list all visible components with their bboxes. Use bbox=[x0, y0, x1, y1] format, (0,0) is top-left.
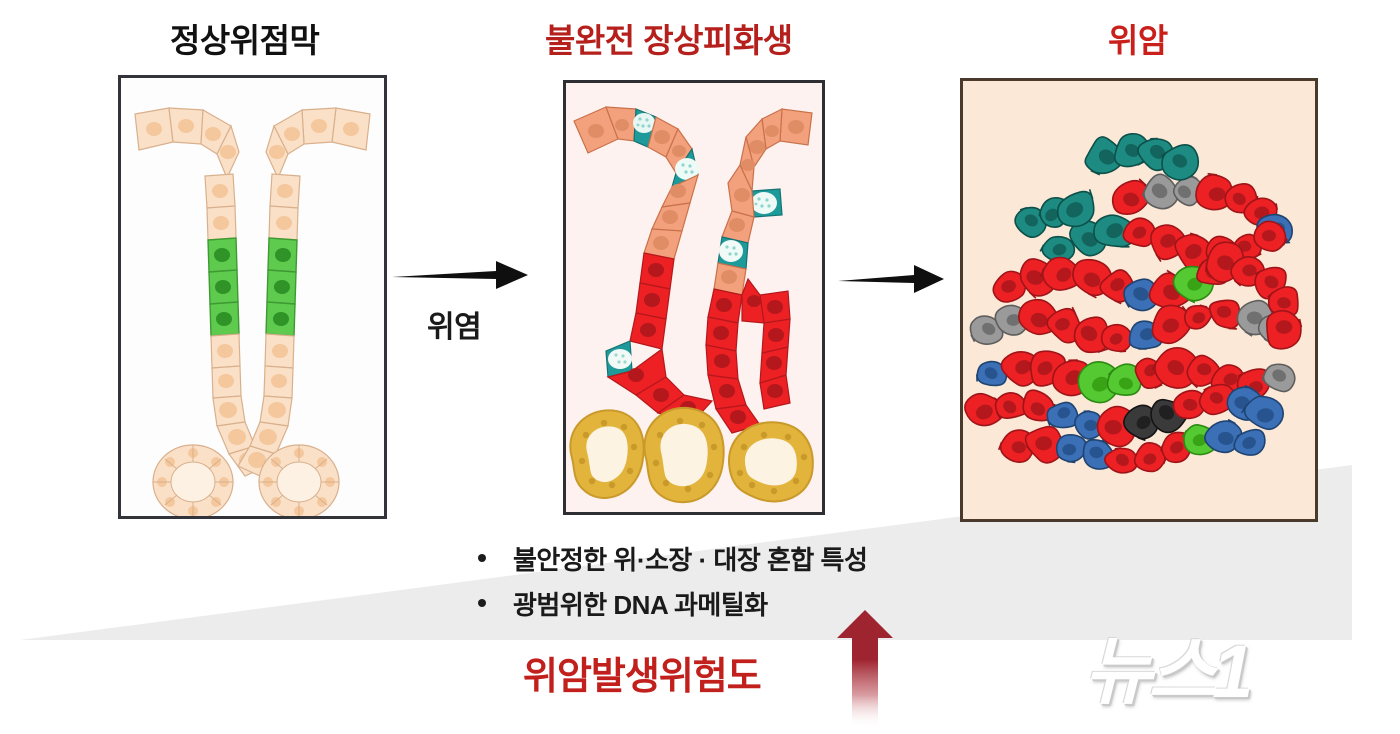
tumor-cell bbox=[1014, 206, 1047, 239]
tumor-cell bbox=[1123, 404, 1160, 442]
tumor-cell bbox=[1267, 286, 1299, 317]
panel-gastric-cancer bbox=[960, 78, 1318, 522]
gastritis-arrow-label: 위염 bbox=[427, 311, 482, 344]
tumor-cell bbox=[1056, 189, 1095, 228]
bullet-point-icon bbox=[478, 599, 486, 607]
gland-cross-section-left bbox=[152, 444, 234, 516]
tumor-cell bbox=[1266, 309, 1303, 350]
risk-up-arrow bbox=[837, 610, 893, 728]
tumor-cell bbox=[1198, 383, 1236, 416]
tumor-cell bbox=[969, 315, 1004, 345]
normal-gland-illustration bbox=[134, 107, 371, 516]
bullet-point-icon bbox=[478, 554, 486, 562]
tumor-cell bbox=[1261, 363, 1296, 393]
colonic-gland-1 bbox=[569, 409, 645, 499]
panel-2-title: 불완전 장상피화생 bbox=[545, 22, 793, 59]
tumor-cell bbox=[1141, 173, 1179, 210]
tumor-cell bbox=[1055, 434, 1088, 464]
tumor-cell bbox=[1039, 235, 1076, 263]
metaplasia-gland-illustration bbox=[569, 106, 814, 504]
tumor-cell bbox=[1160, 144, 1200, 181]
tumor-cell-mass-illustration bbox=[964, 132, 1303, 474]
tumor-cell bbox=[1073, 316, 1110, 354]
feature-bullet-list: 불안정한 위·소장 · 대장 혼합 특성 광범위한 DNA 과메틸화 bbox=[478, 540, 868, 630]
tumor-cell bbox=[1253, 220, 1288, 252]
progression-arrow bbox=[838, 265, 944, 293]
tumor-cell bbox=[1084, 136, 1125, 176]
list-item: 광범위한 DNA 과메틸화 bbox=[478, 585, 867, 622]
panel-intestinal-metaplasia bbox=[563, 80, 825, 515]
colonic-gland-3 bbox=[728, 421, 814, 503]
panel-3-title: 위암 bbox=[1108, 22, 1168, 59]
tumor-cell bbox=[1233, 428, 1266, 456]
news1-watermark: 뉴스1 bbox=[1084, 630, 1253, 713]
tumor-cell bbox=[1184, 304, 1213, 330]
bullet-text: 광범위한 DNA 과메틸화 bbox=[513, 590, 768, 620]
panel-1-title: 정상위점막 bbox=[170, 22, 320, 59]
tumor-cell bbox=[1024, 425, 1064, 464]
tumor-cell bbox=[976, 360, 1008, 387]
tumor-cell bbox=[1151, 304, 1192, 345]
tumor-cell bbox=[1106, 363, 1142, 396]
metaplastic-gland-left bbox=[573, 106, 714, 424]
tumor-cell bbox=[1100, 323, 1133, 353]
tumor-cell bbox=[1122, 217, 1158, 248]
risk-label: 위암발생위험도 bbox=[523, 656, 762, 698]
metaplastic-gland-right bbox=[705, 107, 813, 434]
bullet-text: 불안정한 위·소장 · 대장 혼합 특성 bbox=[513, 545, 868, 575]
colonic-gland-2 bbox=[643, 406, 725, 504]
tumor-cell bbox=[992, 270, 1027, 303]
tumor-cell bbox=[1240, 395, 1285, 431]
panel-normal-mucosa bbox=[118, 75, 387, 519]
tumor-cell bbox=[1104, 447, 1139, 474]
gland-cross-section-right bbox=[258, 444, 340, 516]
gland-right-limb bbox=[237, 107, 371, 477]
tumor-cell bbox=[1195, 172, 1234, 211]
list-item: 불안정한 위·소장 · 대장 혼합 특성 bbox=[478, 540, 868, 577]
tumor-cell bbox=[1111, 178, 1152, 215]
tumor-cell bbox=[1133, 442, 1168, 473]
tumor-cell bbox=[1046, 401, 1079, 429]
gland-left-limb bbox=[134, 107, 268, 477]
tumor-cell bbox=[1208, 299, 1241, 330]
gastritis-arrow bbox=[392, 261, 528, 289]
